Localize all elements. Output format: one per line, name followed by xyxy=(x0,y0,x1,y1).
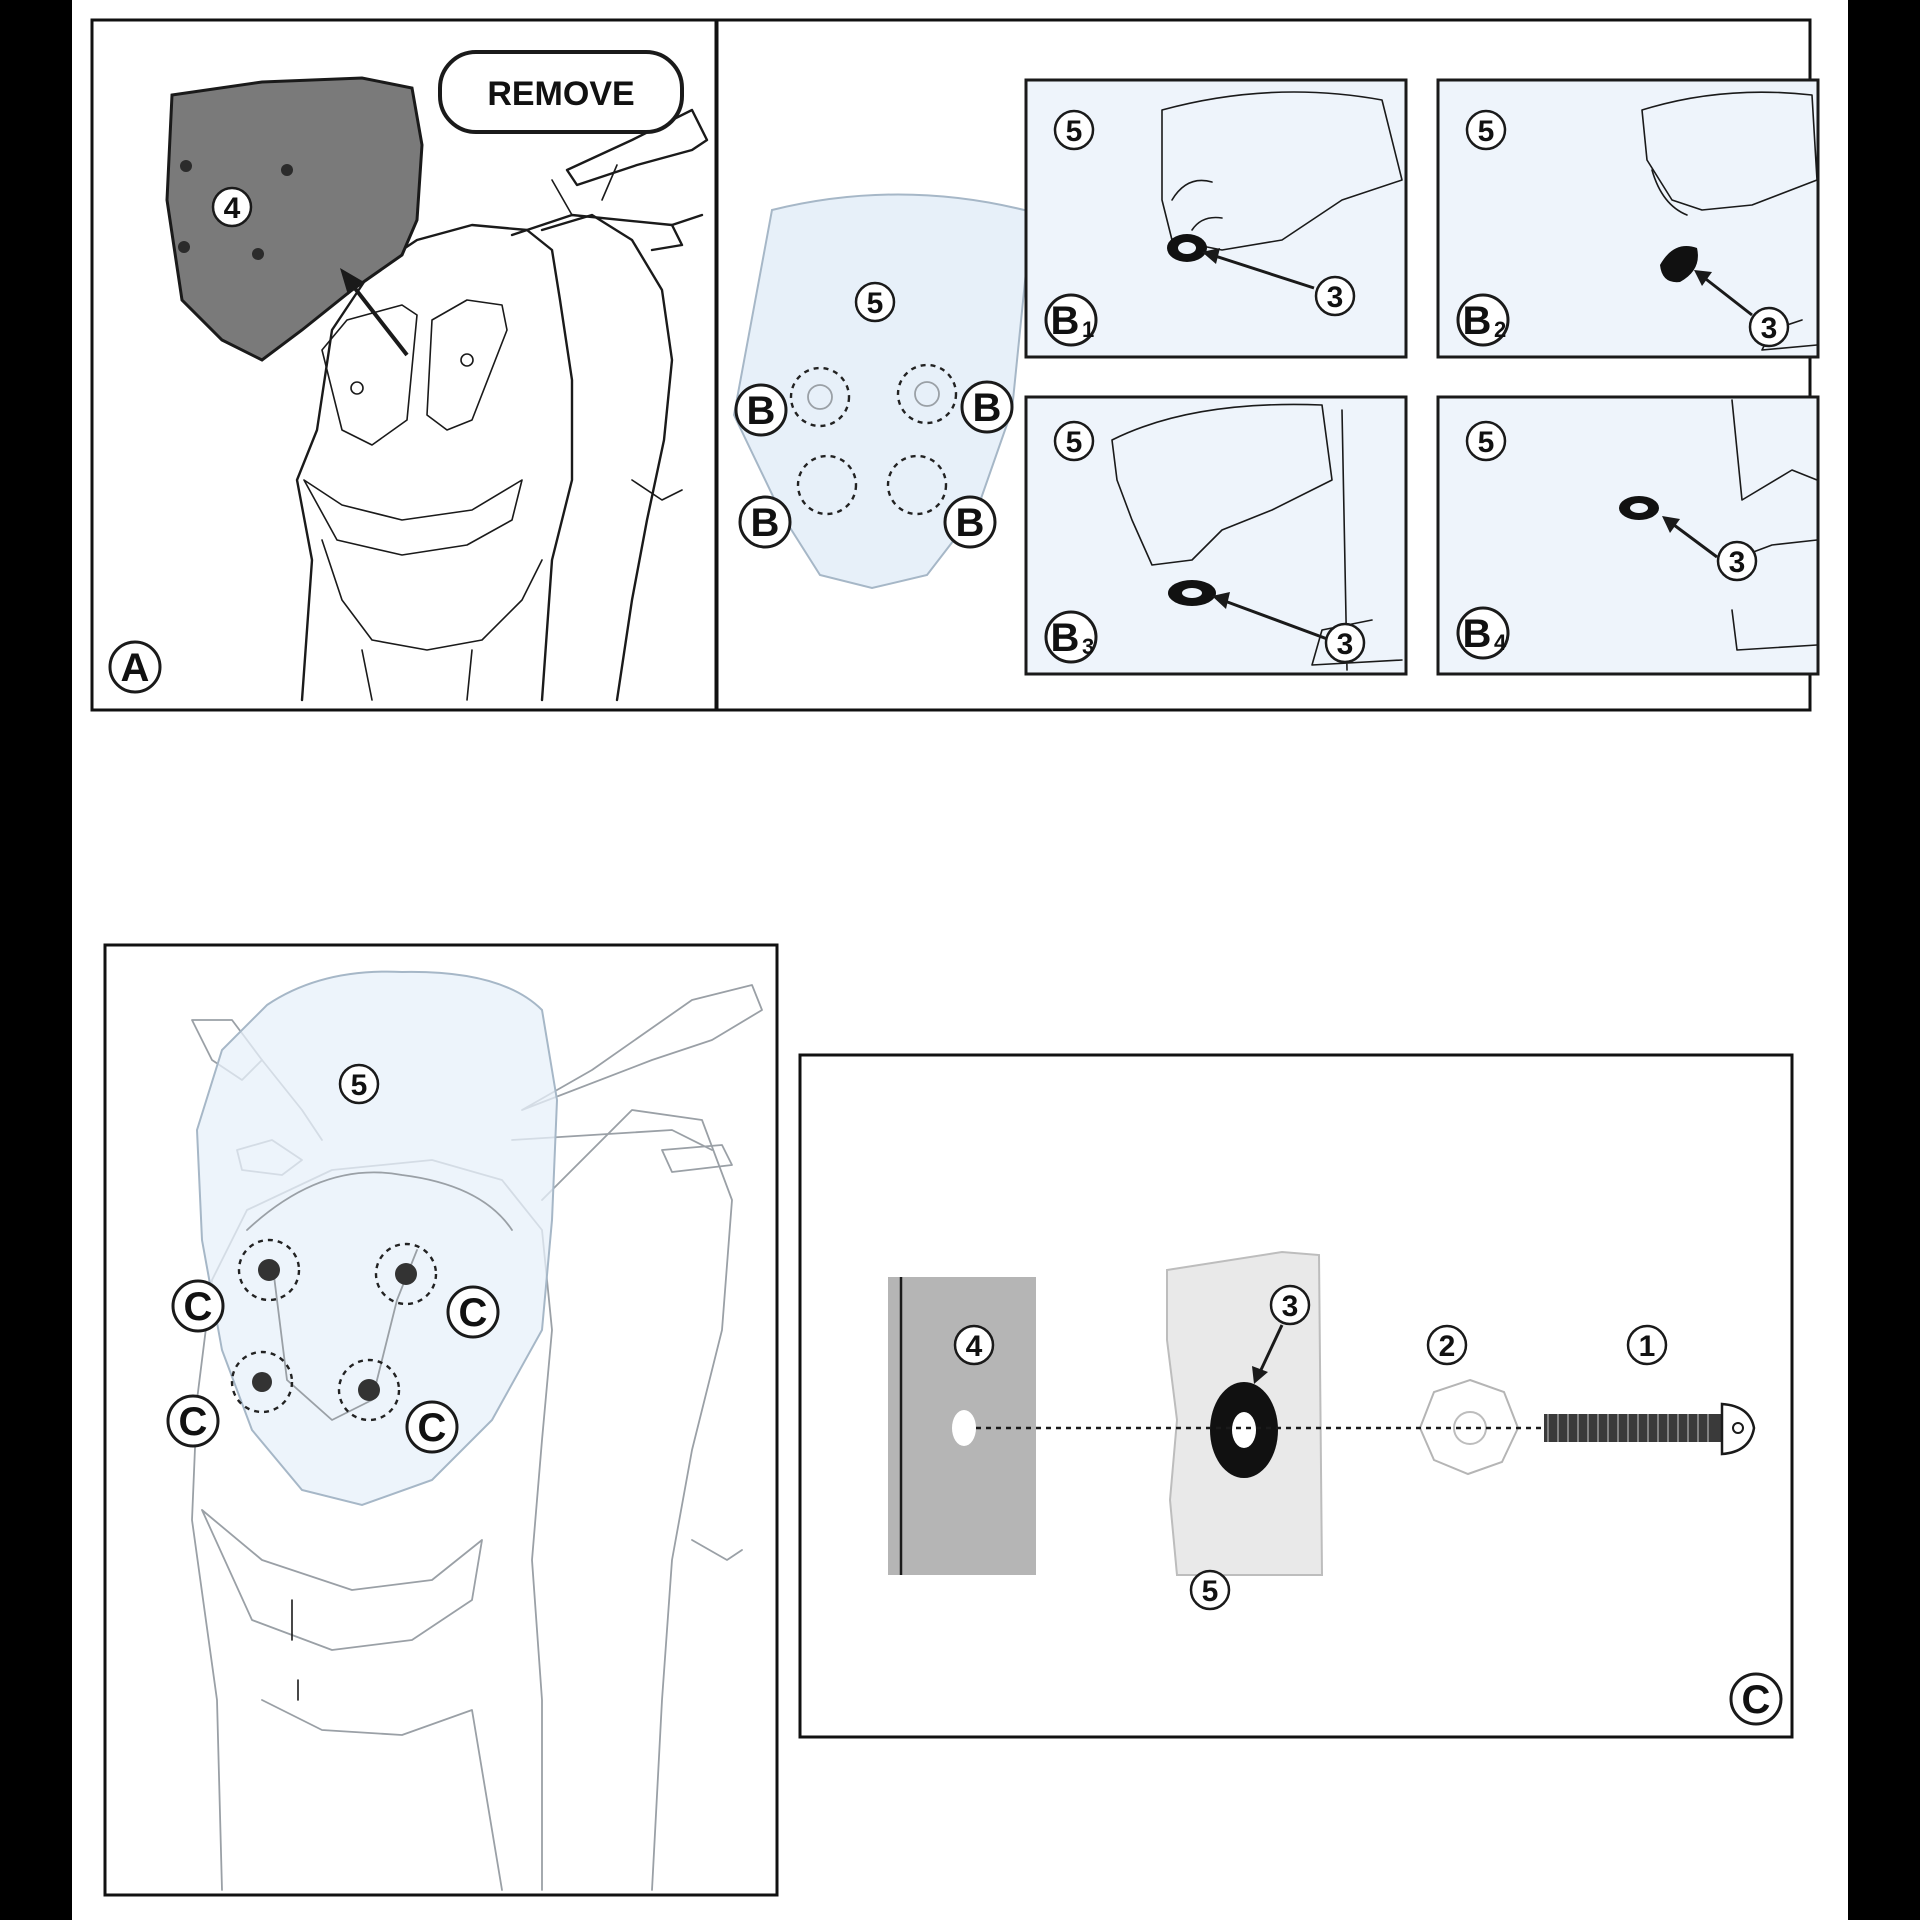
svg-text:5: 5 xyxy=(1066,115,1083,148)
svg-text:C: C xyxy=(459,1291,488,1335)
remove-arrow xyxy=(340,268,409,357)
remove-badge: REMOVE xyxy=(438,50,684,134)
callout-part-5-detail: 5 xyxy=(1189,1569,1231,1611)
svg-text:B: B xyxy=(1463,612,1492,656)
step-c-install-panel: 5 C C C C xyxy=(103,943,779,1897)
step-b-frame xyxy=(715,18,1812,712)
mounting-points xyxy=(230,1238,438,1422)
callout-c-top-right: C xyxy=(446,1285,500,1339)
callout-part-4-detail: 4 xyxy=(953,1324,995,1366)
callout-part-2-detail: 2 xyxy=(1426,1324,1468,1366)
step-c-detail-frame xyxy=(798,1053,1794,1739)
step-b-panel: 5 B B B B 5 3 xyxy=(715,18,1820,712)
svg-text:4: 4 xyxy=(966,1330,983,1363)
new-windscreen-small xyxy=(732,193,1034,590)
callout-c-detail: C xyxy=(1729,1672,1783,1726)
callout-c-top-left: C xyxy=(171,1279,225,1333)
substep-b4-panel: 5 3 B 4 xyxy=(1436,395,1820,676)
scooter-front-illustration xyxy=(295,108,709,702)
step-a-panel: 4 REMOVE A xyxy=(90,18,718,712)
svg-text:B: B xyxy=(751,501,780,545)
svg-text:5: 5 xyxy=(1478,115,1495,148)
callout-part-5-installed: 5 xyxy=(338,1063,380,1105)
svg-text:5: 5 xyxy=(1066,426,1083,459)
svg-text:C: C xyxy=(184,1285,213,1329)
svg-text:3: 3 xyxy=(1327,281,1344,314)
callout-part-3-detail: 3 xyxy=(1252,1284,1311,1384)
svg-text:B: B xyxy=(1463,299,1492,343)
svg-text:5: 5 xyxy=(351,1069,368,1102)
svg-text:C: C xyxy=(418,1406,447,1450)
svg-text:C: C xyxy=(1742,1678,1771,1722)
callout-c-bottom-right: C xyxy=(405,1400,459,1454)
callout-b-bottom-right: B xyxy=(943,495,997,549)
instruction-sheet: 4 REMOVE A 5 xyxy=(72,0,1848,1920)
svg-text:1: 1 xyxy=(1082,317,1094,342)
svg-text:A: A xyxy=(121,646,150,690)
bracket-plate xyxy=(888,1277,1036,1575)
callout-b-bottom-left: B xyxy=(738,495,792,549)
substep-b3-panel: 5 3 B 3 xyxy=(1024,395,1408,676)
remove-label: REMOVE xyxy=(487,75,634,113)
svg-text:3: 3 xyxy=(1761,312,1778,345)
step-c-frame xyxy=(103,943,779,1897)
svg-text:3: 3 xyxy=(1282,1290,1299,1323)
svg-text:2: 2 xyxy=(1494,317,1506,342)
bolt xyxy=(1544,1402,1756,1456)
svg-text:C: C xyxy=(179,1400,208,1444)
svg-text:B: B xyxy=(1051,299,1080,343)
callout-b-top-right: B xyxy=(960,380,1014,434)
svg-text:2: 2 xyxy=(1439,1330,1456,1363)
callout-part-4-old-screen: 4 xyxy=(211,186,253,228)
callout-b-top-left: B xyxy=(734,383,788,437)
callout-c-bottom-left: C xyxy=(166,1394,220,1448)
new-windscreen-installed xyxy=(195,970,559,1507)
svg-text:B: B xyxy=(747,389,776,433)
callout-part-5-b-screen: 5 xyxy=(854,281,896,323)
svg-text:4: 4 xyxy=(224,192,241,225)
grommet-ring xyxy=(1210,1382,1278,1478)
svg-text:B: B xyxy=(1051,616,1080,660)
svg-text:3: 3 xyxy=(1729,546,1746,579)
svg-text:5: 5 xyxy=(867,287,884,320)
svg-text:4: 4 xyxy=(1494,630,1507,655)
callout-part-1-detail: 1 xyxy=(1626,1324,1668,1366)
svg-text:3: 3 xyxy=(1337,628,1354,661)
svg-text:B: B xyxy=(973,386,1002,430)
callout-a: A xyxy=(108,640,162,694)
svg-text:5: 5 xyxy=(1478,426,1495,459)
substep-b1-panel: 5 3 B 1 xyxy=(1024,78,1408,359)
step-c-detail-panel: 4 3 5 2 xyxy=(798,1053,1794,1739)
svg-text:5: 5 xyxy=(1202,1575,1219,1608)
svg-text:B: B xyxy=(956,501,985,545)
old-windscreen xyxy=(165,76,424,362)
svg-text:3: 3 xyxy=(1082,634,1094,659)
substep-b2-panel: 5 3 B 2 xyxy=(1436,78,1820,359)
svg-text:1: 1 xyxy=(1639,1330,1656,1363)
